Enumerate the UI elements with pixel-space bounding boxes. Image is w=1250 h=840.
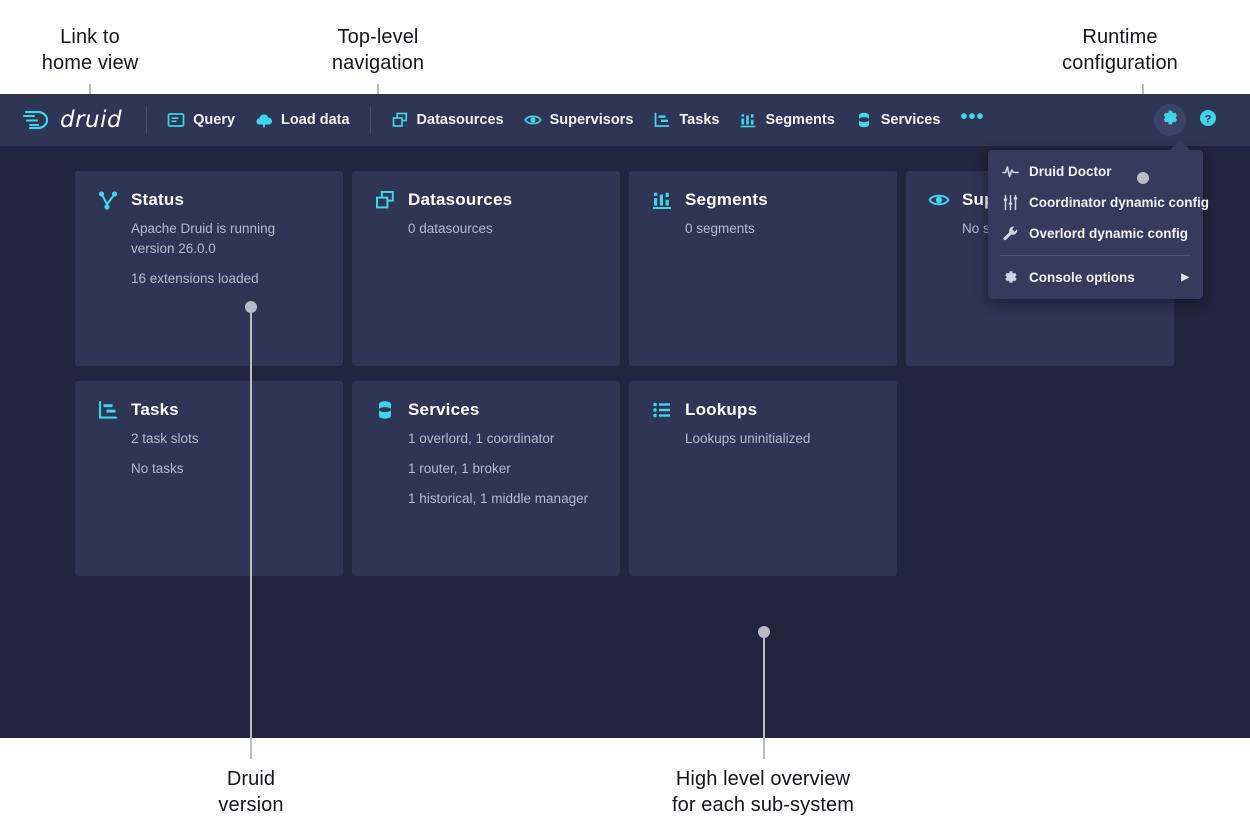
druid-logo-home-link[interactable]: druid: [22, 107, 122, 133]
card-tasks-line-1: No tasks: [131, 461, 184, 476]
segments-icon: [739, 111, 757, 129]
card-services-head: Services: [374, 399, 598, 421]
annotation-runtime-configuration: Runtime configuration: [1062, 26, 1178, 74]
card-status-body: Apache Druid is running version 26.0.0 1…: [97, 219, 321, 289]
nav-divider-1: [146, 107, 148, 133]
help-button[interactable]: ?: [1192, 104, 1224, 136]
card-datasources-head: Datasources: [374, 189, 598, 211]
card-datasources[interactable]: Datasources 0 datasources: [352, 171, 620, 366]
card-services-title: Services: [408, 400, 480, 419]
database-icon: [855, 111, 873, 129]
card-lookups-head: Lookups: [651, 399, 875, 421]
card-segments-line-0: 0 segments: [685, 221, 755, 236]
nav-item-supervisors-label: Supervisors: [549, 112, 634, 128]
help-icon: ?: [1198, 108, 1218, 133]
card-status-line-0: Apache Druid is running version 26.0.0: [131, 221, 276, 256]
svg-text:?: ?: [1205, 113, 1212, 125]
cloud-upload-icon: [255, 111, 273, 129]
card-status[interactable]: Status Apache Druid is running version 2…: [75, 171, 343, 366]
card-lookups-line-0: Lookups uninitialized: [685, 431, 811, 446]
card-datasources-body: 0 datasources: [374, 219, 598, 239]
git-branch-icon: [97, 189, 119, 211]
query-icon: [167, 111, 185, 129]
gear-icon: [1160, 108, 1180, 133]
datasources-icon: [374, 189, 396, 211]
menu-item-overlord-dynamic-config[interactable]: Overlord dynamic config: [988, 218, 1203, 249]
list-icon: [651, 399, 673, 421]
card-tasks-title: Tasks: [131, 400, 179, 419]
nav-item-datasources-label: Datasources: [416, 112, 504, 128]
card-lookups[interactable]: Lookups Lookups uninitialized: [629, 381, 897, 576]
top-navigation-bar: druid Query: [0, 94, 1250, 146]
menu-item-druid-doctor[interactable]: Druid Doctor: [988, 156, 1203, 187]
menu-item-coordinator-dynamic-config[interactable]: Coordinator dynamic config: [988, 187, 1209, 218]
gear-icon: [1002, 269, 1019, 286]
nav-divider-2: [369, 107, 371, 133]
gear-button[interactable]: [1154, 104, 1186, 136]
card-segments-title: Segments: [685, 190, 768, 209]
card-services-line-1: 1 router, 1 broker: [408, 461, 511, 476]
nav-item-segments[interactable]: Segments: [729, 105, 844, 135]
card-datasources-title: Datasources: [408, 190, 513, 209]
database-icon: [374, 399, 396, 421]
card-status-line-1: 16 extensions loaded: [131, 271, 259, 286]
menu-item-coordinator-dynamic-config-label: Coordinator dynamic config: [1029, 195, 1210, 210]
nav-item-load-data-label: Load data: [281, 112, 350, 128]
card-tasks[interactable]: Tasks 2 task slots No tasks: [75, 381, 343, 576]
annotation-top-level-navigation: Top-level navigation: [331, 26, 425, 74]
card-datasources-line-0: 0 datasources: [408, 221, 493, 236]
card-services-line-2: 1 historical, 1 middle manager: [408, 491, 589, 506]
card-lookups-body: Lookups uninitialized: [651, 429, 875, 449]
card-tasks-body: 2 task slots No tasks: [97, 429, 321, 479]
annotation-high-level-overview: High level overview for each sub-system: [672, 768, 854, 816]
card-status-title: Status: [131, 190, 185, 209]
annotation-druid-version: Druid version: [218, 768, 284, 816]
nav-item-tasks-label: Tasks: [679, 112, 720, 128]
annotation-link-to-home-view: Link to home view: [41, 26, 139, 74]
menu-item-druid-doctor-label: Druid Doctor: [1029, 164, 1112, 179]
card-services-body: 1 overlord, 1 coordinator 1 router, 1 br…: [374, 429, 598, 509]
nav-item-query-label: Query: [193, 112, 236, 128]
annotation-leader-line-druid-version: [250, 307, 252, 759]
sliders-icon: [1002, 194, 1019, 211]
annotation-dot-runtime: [1137, 172, 1149, 184]
nav-item-datasources[interactable]: Datasources: [381, 105, 514, 135]
druid-logo-text: druid: [60, 107, 123, 133]
card-services-line-0: 1 overlord, 1 coordinator: [408, 431, 555, 446]
card-tasks-head: Tasks: [97, 399, 321, 421]
card-tasks-line-0: 2 task slots: [131, 431, 199, 446]
chevron-right-icon: ▶: [1181, 272, 1189, 283]
card-segments-body: 0 segments: [651, 219, 875, 239]
eye-icon: [523, 111, 542, 129]
segments-icon: [651, 189, 673, 211]
nav-more-button[interactable]: •••: [960, 106, 985, 128]
tasks-icon: [653, 111, 671, 129]
menu-item-overlord-dynamic-config-label: Overlord dynamic config: [1029, 226, 1189, 241]
card-segments-head: Segments: [651, 189, 875, 211]
datasources-icon: [391, 111, 409, 129]
nav-item-load-data[interactable]: Load data: [245, 105, 359, 135]
wrench-icon: [1002, 225, 1019, 242]
menu-divider: [1000, 255, 1191, 256]
menu-item-console-options-label: Console options: [1029, 270, 1135, 285]
card-lookups-title: Lookups: [685, 400, 758, 419]
pulse-icon: [1002, 163, 1019, 180]
card-segments[interactable]: Segments 0 segments: [629, 171, 897, 366]
nav-item-supervisors[interactable]: Supervisors: [514, 105, 644, 135]
navbar-right-actions: ?: [1154, 104, 1236, 136]
runtime-config-menu: Druid Doctor Coordinator dynamic config …: [988, 140, 1209, 299]
druid-logo-icon: [23, 110, 49, 130]
card-status-head: Status: [97, 189, 321, 211]
nav-item-services[interactable]: Services: [845, 105, 951, 135]
card-services[interactable]: Services 1 overlord, 1 coordinator 1 rou…: [352, 381, 620, 576]
nav-item-segments-label: Segments: [765, 112, 835, 128]
eye-icon: [928, 189, 950, 211]
nav-item-query[interactable]: Query: [157, 105, 245, 135]
tasks-icon: [97, 399, 119, 421]
nav-item-tasks[interactable]: Tasks: [643, 105, 729, 135]
annotation-leader-line-overview: [763, 632, 765, 759]
menu-item-console-options[interactable]: Console options ▶: [988, 262, 1203, 293]
nav-item-services-label: Services: [880, 112, 941, 128]
